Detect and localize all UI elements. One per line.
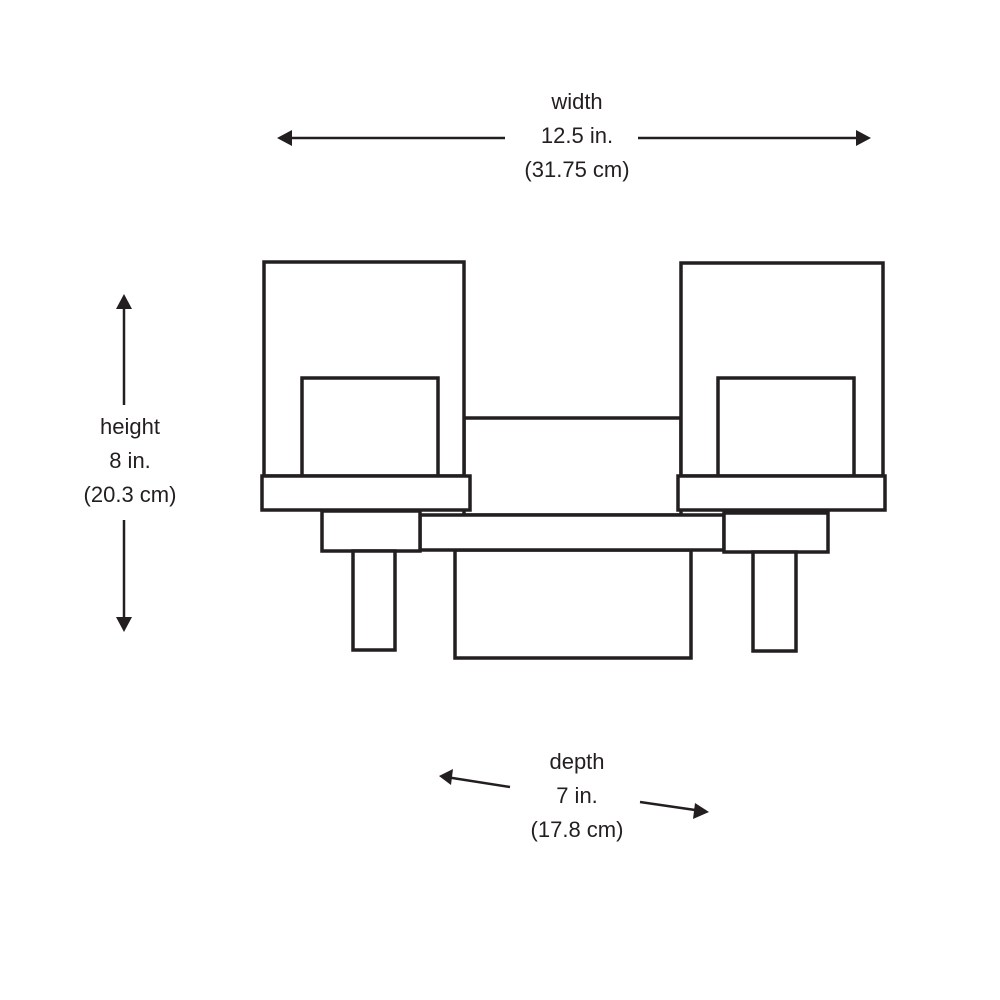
right-shade-base [676, 474, 887, 512]
depth-label: depth 7 in. (17.8 cm) [467, 745, 687, 847]
height-arrow [116, 294, 132, 632]
width-arrow [277, 130, 871, 146]
left-shade-base [260, 474, 472, 512]
height-title: height [100, 414, 160, 439]
right-bulb-window [716, 376, 856, 478]
depth-title: depth [549, 749, 605, 774]
height-metric: (20.3 cm) [83, 482, 177, 507]
width-title: width [551, 89, 603, 114]
depth-metric: (17.8 cm) [530, 817, 624, 842]
width-imperial: 12.5 in. [540, 123, 614, 148]
depth-arrow [439, 769, 709, 819]
width-metric: (31.75 cm) [524, 157, 630, 182]
center-bar [418, 513, 726, 552]
right-collar [722, 511, 830, 554]
light-fixture-outline [260, 260, 887, 660]
left-bulb-window [300, 376, 440, 478]
height-imperial: 8 in. [109, 448, 151, 473]
height-label: height 8 in. (20.3 cm) [20, 410, 240, 512]
left-post [351, 549, 397, 652]
back-plate [462, 416, 683, 517]
width-label: width 12.5 in. (31.75 cm) [467, 85, 687, 187]
left-collar [320, 509, 422, 553]
center-box [453, 548, 693, 660]
right-post [751, 550, 798, 653]
depth-imperial: 7 in. [556, 783, 598, 808]
